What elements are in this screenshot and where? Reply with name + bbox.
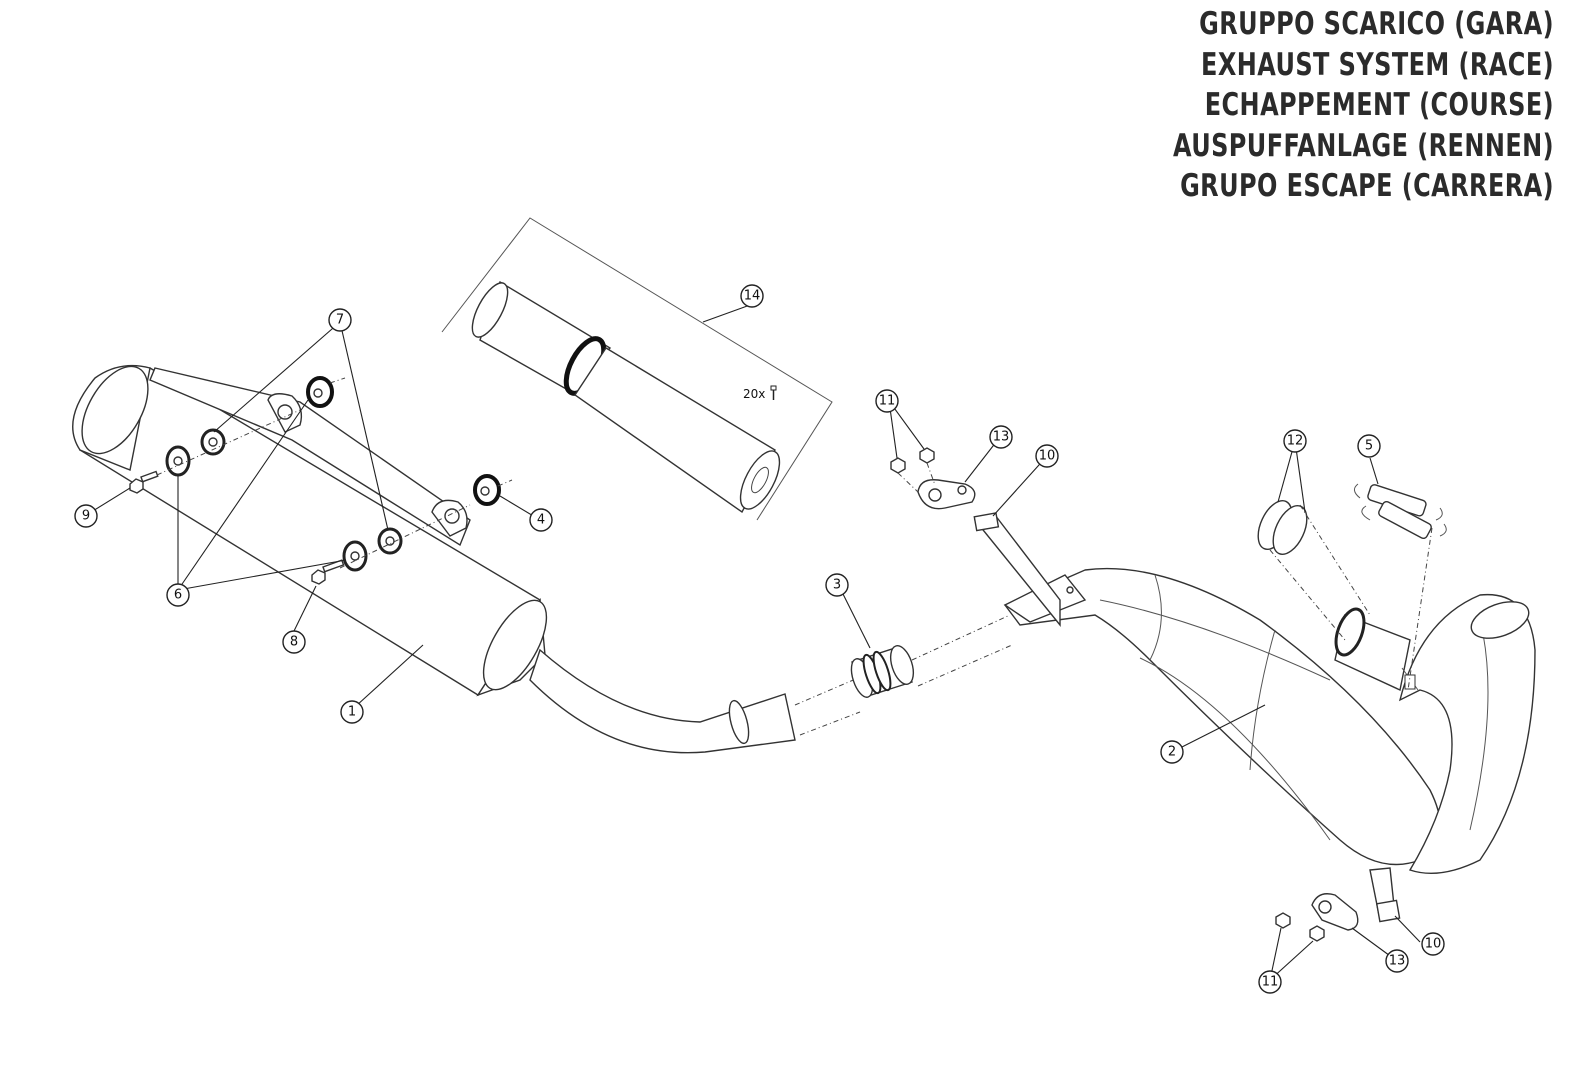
callout-5: 5 — [1357, 434, 1381, 458]
svg-text:9: 9 — [82, 509, 90, 524]
clamp-13-lower — [1311, 893, 1359, 931]
svg-text:8: 8 — [290, 635, 298, 650]
rivet-icon — [770, 385, 777, 400]
lower-bracket-assembly — [1275, 867, 1401, 942]
callouts: 1 2 3 4 5 6 7 8 9 10 10 11 11 12 13 13 1… — [74, 284, 1445, 994]
svg-text:4: 4 — [537, 513, 545, 528]
nut-11-d — [1309, 925, 1325, 942]
nut-11-a — [890, 457, 906, 474]
callout-6: 6 — [166, 583, 190, 607]
mid-pipe — [529, 614, 1013, 754]
rings-12 — [1257, 500, 1371, 641]
callout-13-upper: 13 — [989, 425, 1013, 449]
svg-text:6: 6 — [174, 588, 182, 603]
callout-14: 14 — [740, 284, 764, 308]
packing-cylinder-right — [574, 347, 776, 514]
title-line-it: GRUPPO SCARICO (GARA) — [1199, 6, 1554, 42]
svg-text:7: 7 — [336, 313, 344, 328]
callout-4: 4 — [529, 508, 553, 532]
svg-text:10: 10 — [1425, 937, 1442, 952]
kit-quantity: 20x — [743, 387, 765, 401]
title-line-fr: ECHAPPEMENT (COURSE) — [1204, 87, 1554, 123]
callout-3: 3 — [825, 573, 849, 597]
title-block: GRUPPO SCARICO (GARA) EXHAUST SYSTEM (RA… — [1111, 4, 1554, 207]
svg-text:14: 14 — [744, 289, 761, 304]
callout-10-lower: 10 — [1421, 932, 1445, 956]
chamber-header — [1398, 593, 1536, 875]
title-line-de: AUSPUFFANLAGE (RENNEN) — [1172, 127, 1554, 164]
svg-text:11: 11 — [879, 394, 896, 409]
svg-text:11: 11 — [1262, 975, 1279, 990]
upper-bracket-assembly — [890, 447, 1061, 627]
inset-frame — [441, 217, 833, 521]
callout-9: 9 — [74, 504, 98, 528]
title-line-es: GRUPO ESCAPE (CARRERA) — [1180, 168, 1554, 204]
svg-text:10: 10 — [1039, 449, 1056, 464]
callout-10-upper: 10 — [1035, 444, 1059, 468]
springs-5 — [1354, 483, 1447, 691]
title-line-en: EXHAUST SYSTEM (RACE) — [1200, 46, 1554, 83]
svg-text:13: 13 — [1389, 954, 1406, 969]
svg-text:3: 3 — [833, 578, 841, 593]
nut-11-b — [919, 447, 935, 464]
callout-11-lower: 11 — [1258, 970, 1282, 994]
chamber-body — [1003, 567, 1442, 866]
nut-11-c — [1275, 912, 1291, 929]
clamp-13-upper — [917, 479, 976, 510]
callout-2: 2 — [1160, 740, 1184, 764]
svg-text:13: 13 — [993, 430, 1010, 445]
hardware — [129, 376, 513, 585]
bolt-9 — [129, 470, 159, 494]
callout-11-upper: 11 — [875, 389, 899, 413]
svg-text:5: 5 — [1365, 439, 1373, 454]
expansion-chamber — [1003, 567, 1536, 875]
packing-kit-inset: 20x — [441, 217, 833, 521]
callout-1: 1 — [340, 700, 364, 724]
svg-text:1: 1 — [348, 705, 356, 720]
silencer-bracket — [149, 367, 471, 547]
silencer — [72, 364, 548, 697]
callout-8: 8 — [282, 630, 306, 654]
callout-13-lower: 13 — [1385, 949, 1409, 973]
o-ring-3 — [850, 645, 915, 698]
bolt-8 — [311, 559, 345, 585]
svg-text:12: 12 — [1287, 434, 1304, 449]
callout-12: 12 — [1283, 429, 1307, 453]
callout-7: 7 — [328, 308, 352, 332]
svg-text:2: 2 — [1168, 745, 1176, 760]
